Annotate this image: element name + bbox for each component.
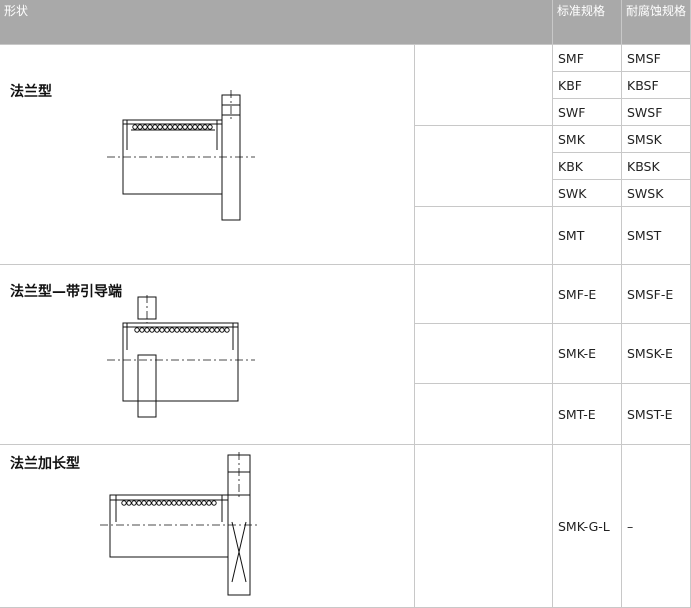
standard-spec-cell: SMK-E: [553, 324, 622, 384]
standard-spec-cell: SWF: [553, 99, 622, 126]
header-standard: 标准规格: [553, 0, 622, 45]
header-shape: 形状: [0, 0, 553, 45]
corrosion-spec-cell: SMST-E: [622, 384, 691, 445]
standard-spec-cell: SMT: [553, 207, 622, 265]
corrosion-spec-cell: KBSF: [622, 72, 691, 99]
corrosion-spec-cell: –: [622, 445, 691, 608]
standard-spec-cell: SMK-G-L: [553, 445, 622, 608]
category-cell-flange: 法兰型: [0, 45, 415, 265]
corrosion-spec-cell: SWSF: [622, 99, 691, 126]
flange-pilot-side-view-icon: [107, 295, 255, 418]
category-label: 法兰型—带引导端: [10, 284, 122, 300]
end-view-cell: [415, 207, 553, 265]
corrosion-spec-cell: SMSF-E: [622, 265, 691, 324]
corrosion-spec-cell: SWSK: [622, 180, 691, 207]
standard-spec-cell: SWK: [553, 180, 622, 207]
end-view-cell: [415, 384, 553, 445]
corrosion-spec-cell: SMSK: [622, 126, 691, 153]
end-view-cell: [415, 324, 553, 384]
standard-spec-cell: SMF-E: [553, 265, 622, 324]
standard-spec-cell: KBF: [553, 72, 622, 99]
standard-spec-cell: SMK: [553, 126, 622, 153]
category-cell-flange-pilot: 法兰型—带引导端: [0, 265, 415, 445]
flange-long-side-view-icon: [100, 452, 260, 596]
end-view-cell: [415, 265, 553, 324]
end-view-cell: [415, 126, 553, 207]
corrosion-spec-cell: KBSK: [622, 153, 691, 180]
end-view-cell: [415, 445, 553, 608]
end-view-cell: [415, 45, 553, 126]
standard-spec-cell: SMT-E: [553, 384, 622, 445]
corrosion-spec-cell: SMSK-E: [622, 324, 691, 384]
flange-side-view-icon: [107, 90, 255, 221]
category-label: 法兰加长型: [10, 456, 80, 472]
standard-spec-cell: KBK: [553, 153, 622, 180]
header-corrosion: 耐腐蚀规格: [622, 0, 691, 45]
corrosion-spec-cell: SMST: [622, 207, 691, 265]
corrosion-spec-cell: SMSF: [622, 45, 691, 72]
category-label: 法兰型: [10, 84, 52, 100]
standard-spec-cell: SMF: [553, 45, 622, 72]
